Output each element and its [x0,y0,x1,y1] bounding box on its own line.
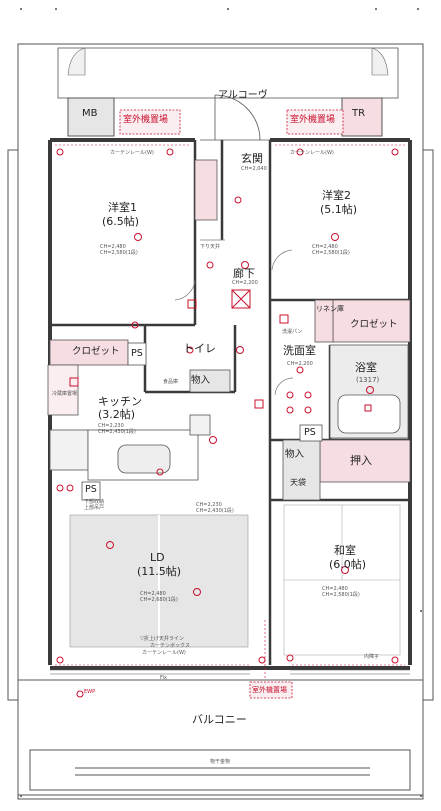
ld-ch1: CH=2,480 [140,591,166,597]
food-label: 食品庫 [163,379,179,385]
doors [174,239,294,396]
toilet-name: トイレ [183,342,216,355]
balcony [17,679,424,796]
kitchen-ch1: CH=2,230 [98,423,124,429]
curtain-rails [55,144,405,680]
entrance-door [200,94,270,141]
outer-frames [7,43,434,800]
wash-name: 洗面室 [283,344,316,357]
fix-label: Fix [160,675,167,681]
bed1-size: (6.5帖) [102,215,140,228]
ld-ch2: CH=2,680(1段) [140,597,178,603]
washitsu-name: 和室 [334,544,356,557]
grid-dots [20,8,422,797]
wash-ch: CH=2,200 [287,361,313,367]
oshiire-label: 押入 [350,454,372,467]
tr-box [341,97,383,137]
outdoor-unit-bottom-label: 室外機置場 [252,686,287,694]
ld-panel [69,514,249,648]
closet-left-label: クロゼット [72,346,120,357]
upper-cab-label: 下部収納 [84,499,105,505]
ewp-label: EWP [84,689,96,695]
exterior-walls [48,138,412,670]
ld-name: LD [150,551,165,564]
linen-label: リネン庫 [316,305,344,313]
kitchen-ch2: CH=2,430(1段) [98,429,136,435]
monohoshi-label: 物干金物 [210,759,231,765]
washitsu-size: (6.0帖) [329,558,367,571]
fridge-label: 冷蔵庫置場 [52,391,78,397]
ps-boxes [81,342,323,501]
balcony-label: バルコニー [192,713,247,726]
windows [50,669,410,675]
tr-label: TR [352,108,366,119]
sagari-label: 下り天井 [200,244,221,250]
senmenpan-label: 洗濯パン [282,329,303,335]
curtain-right-label: カーテンレール(W) [290,150,334,156]
kitchen-name: キッチン [98,395,142,408]
storage-label-2: 物入 [285,449,305,460]
upper-cab2-label: 上部吊戸 [84,505,105,511]
genkan-name: 玄関 [241,152,263,165]
bed1-ch1: CH=2,480 [100,244,126,250]
alcove-label: アルコーヴ [218,90,268,101]
uchimado-label: 内障子 [364,654,380,660]
kitchen [49,414,211,481]
kitchen-size: (3.2帖) [98,408,136,421]
bed2-ch2: CH=2,580(1段) [312,250,350,256]
hall-name: 廊下 [233,267,255,280]
tatami [283,504,401,656]
closets [47,159,411,501]
closet-right-label: クロゼット [350,319,398,330]
alcove-area [57,47,399,99]
tenbukuro-label: 天袋 [290,478,306,487]
washitsu-ch1: CH=2,480 [322,586,348,592]
ps-label-1: PS [131,348,143,359]
mb-label: MB [82,108,98,119]
genkan-ch: CH=2,040 [241,166,267,172]
outdoor-unit-left-label: 室外機置場 [123,115,169,125]
outdoor-units [119,109,344,699]
ld-ch1-label: CH=2,230 [196,502,222,508]
bed1-name: 洋室1 [108,201,137,214]
ld-size: (11.5帖) [137,565,182,578]
curtain-left-label: カーテンレール(W) [110,150,154,156]
bed2-name: 洋室2 [322,189,351,202]
curtain-box-label: カーテンボックス [150,643,190,649]
bath-name: 浴室 [355,361,377,374]
mb-box [67,97,115,137]
bed2-ch1: CH=2,480 [312,244,338,250]
washitsu-ch2: CH=2,580(1段) [322,592,360,598]
fixture-marks [56,148,399,698]
ps-label-2: PS [85,484,97,495]
ps-label-3: PS [304,427,316,438]
bed1-ch2: CH=2,580(1段) [100,250,138,256]
ld-ceiling-label: ▽折上げ天井ライン [140,636,184,642]
bathroom [329,344,409,439]
bed2-size: (5.1帖) [320,203,358,216]
outdoor-unit-right-label: 室外機置場 [290,115,336,125]
storage-label-1: 物入 [191,375,211,386]
curtain-ld-label: カーテンレール(W) [142,650,186,656]
hall-ch: CH=2,200 [232,280,258,286]
ld-ch2-label: CH=2,430(1段) [196,508,234,514]
bath-size: (1317) [356,376,380,384]
